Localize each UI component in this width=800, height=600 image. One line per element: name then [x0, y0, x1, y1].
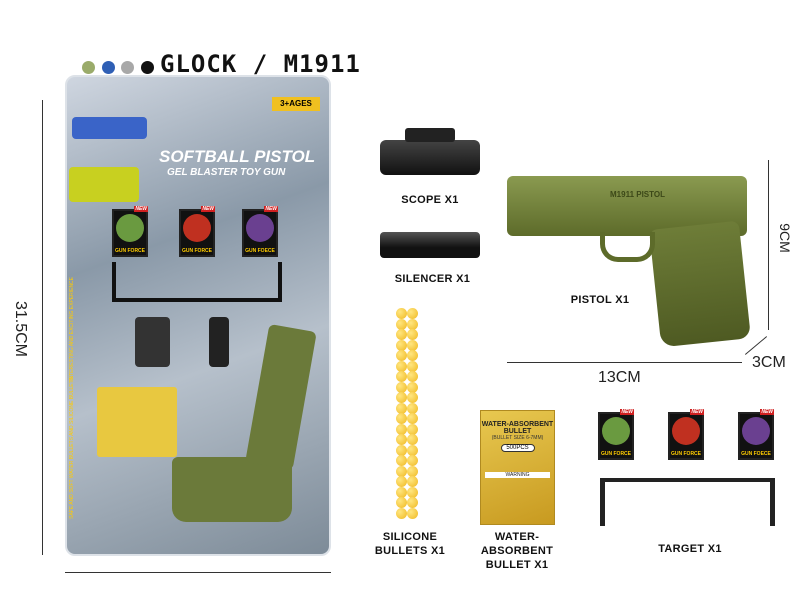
silicone-bullet: [396, 486, 407, 498]
silicone-bullet: [407, 423, 418, 435]
silicone-bullet: [407, 371, 418, 382]
blue-pistol-image: [72, 117, 147, 139]
silicone-bullet: [407, 392, 418, 403]
silicone-bullet: [396, 413, 407, 424]
silicone-bullet: [396, 476, 407, 487]
pistol-length-line: [507, 362, 742, 363]
color-dot-blue: [102, 61, 115, 74]
silicone-bullet: [396, 371, 407, 382]
silicone-bullet: [407, 455, 418, 466]
silicone-bullet: [407, 476, 418, 487]
pistol-height-line: [768, 160, 769, 330]
width-dimension-line: [65, 572, 331, 573]
silicone-bullet: [407, 381, 418, 393]
package-card: 3+AGES SOFTBALL PISTOL GEL BLASTER TOY G…: [65, 75, 331, 556]
silicone-bullet: [407, 465, 418, 477]
new-badge: NEW: [134, 206, 148, 212]
scope-mount: [405, 128, 455, 142]
silicone-bullet: [407, 402, 418, 414]
color-dot-green: [82, 61, 95, 74]
package-side-text: INTERESTING AND EXCITING EXPERIENCE: [69, 277, 75, 381]
package-title: SOFTBALL PISTOL: [159, 147, 316, 166]
new-badge: NEW: [264, 206, 278, 212]
silicone-bullet: [396, 465, 407, 477]
pistol-width-label: 3CM: [752, 354, 786, 371]
silicone-bullet: [396, 308, 407, 319]
pistol-width-line: [744, 336, 768, 355]
age-badge: 3+AGES: [272, 97, 320, 111]
product-title: GLOCK / M1911: [160, 50, 361, 78]
target-stand: [600, 478, 775, 526]
silicone-bullet: [407, 360, 418, 372]
silicone-bullet: [407, 444, 418, 456]
new-badge: NEW: [620, 409, 634, 415]
silicone-bullet: [407, 350, 418, 361]
pistol-height-label: 9CM: [776, 223, 793, 253]
silicone-bullet: [407, 413, 418, 424]
silicone-bullet: [396, 507, 407, 519]
color-dot-black: [141, 61, 154, 74]
new-badge: NEW: [201, 206, 215, 212]
pistol-grip: [649, 220, 751, 348]
trigger-guard: [600, 232, 655, 262]
package-scope: [135, 317, 170, 367]
silicone-bullet: [407, 507, 418, 519]
package-side-text: SAFE AND SOFT WATER BULLETS AND SILICONE…: [69, 377, 75, 519]
silicone-bullet: [407, 497, 418, 508]
pistol-engraving: M1911 PISTOL: [610, 190, 665, 199]
package-silencer: [209, 317, 229, 367]
package-target-stand: [112, 262, 282, 302]
silicone-bullet: [396, 497, 407, 508]
new-badge: NEW: [760, 409, 774, 415]
target-label: TARGET X1: [658, 543, 722, 555]
package-bullet-bag: [97, 387, 177, 457]
height-dimension-line: [42, 100, 43, 555]
silicone-bullet: [396, 339, 407, 351]
silicone-bullet: [407, 434, 418, 445]
silicone-bullet: [396, 444, 407, 456]
pistol-length-label: 13CM: [598, 369, 641, 386]
silicone-bullet: [407, 308, 418, 319]
silencer-label: SILENCER X1: [394, 273, 471, 285]
silicone-bullet: [407, 486, 418, 498]
package-pistol-slide: [245, 323, 317, 471]
silicone-bullet: [396, 423, 407, 435]
silicone-bullet: [407, 339, 418, 351]
silicone-bullet: [396, 318, 407, 330]
yellow-pistol-image: [69, 167, 139, 202]
scope-label: SCOPE X1: [401, 194, 459, 206]
color-dot-gray: [121, 61, 134, 74]
pistol-label: PISTOL X1: [570, 294, 630, 306]
silicone-bullet: [396, 392, 407, 403]
silicone-bullet: [396, 329, 407, 340]
new-badge: NEW: [690, 409, 704, 415]
silicone-bullet: [396, 434, 407, 445]
scope-image: [380, 140, 480, 175]
silicone-bullet: [396, 360, 407, 372]
silicone-bullet: [396, 402, 407, 414]
package-height-label: 31.5CM: [12, 300, 30, 358]
silicone-bullet: [396, 381, 407, 393]
silicone-bullet: [396, 350, 407, 361]
package-pistol-grip: [172, 457, 292, 522]
silencer-image: [380, 232, 480, 258]
silicone-bullet: [396, 455, 407, 466]
silicone-bullet: [407, 329, 418, 340]
package-subtitle: GEL BLASTER TOY GUN: [167, 167, 286, 178]
water-bullet-bag: WATER-ABSORBENT BULLET (BULLET SIZE 6-7M…: [480, 410, 555, 525]
silicone-bullet: [407, 318, 418, 330]
